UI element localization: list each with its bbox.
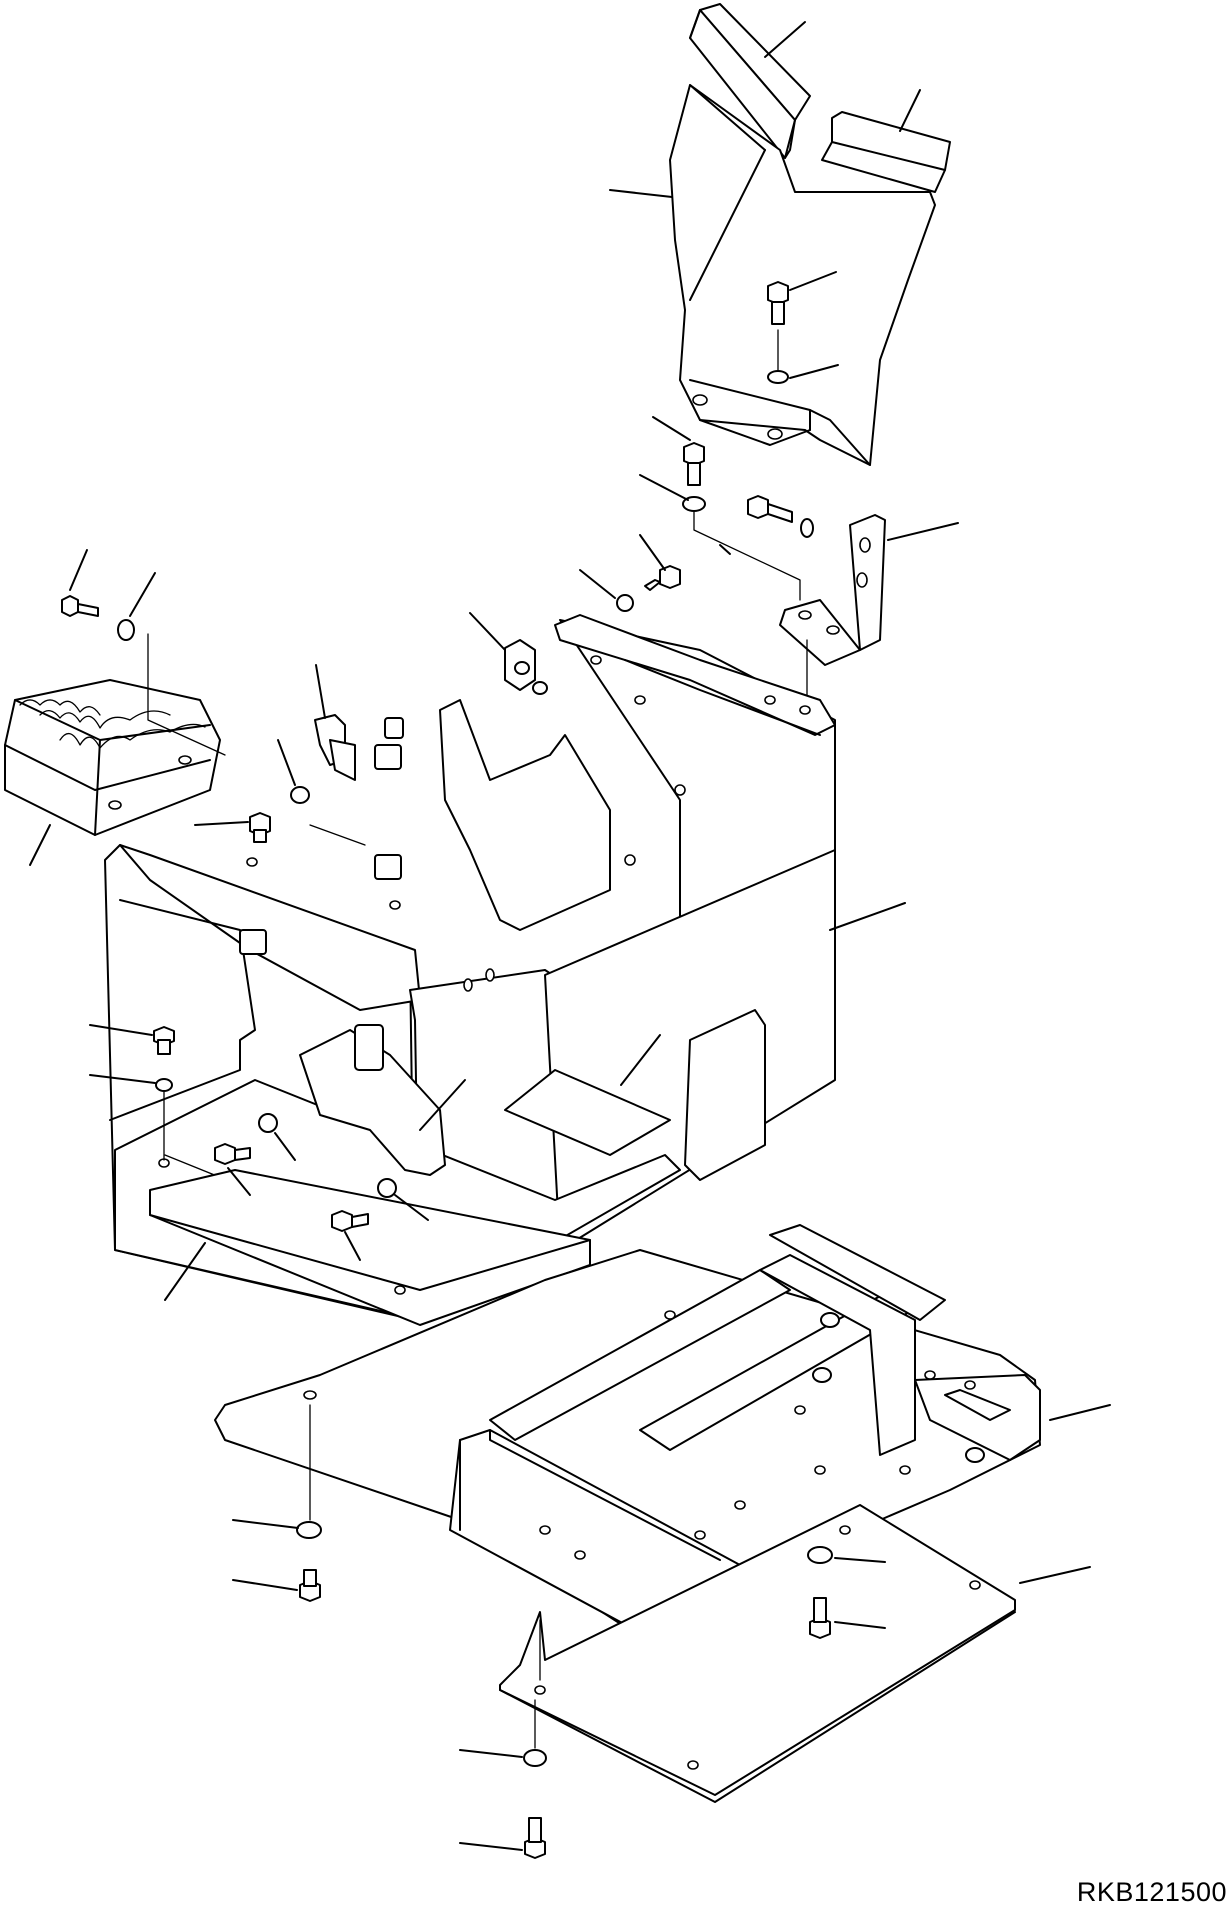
washer-icon xyxy=(616,594,634,612)
washer-icon xyxy=(523,1749,547,1767)
washer-icon xyxy=(258,1113,278,1133)
washer-icon xyxy=(117,619,135,641)
washer-icon xyxy=(807,1546,833,1564)
washer-icon xyxy=(800,518,814,538)
washer-icon xyxy=(767,370,789,384)
bolt-icon xyxy=(524,1817,546,1859)
base-frame xyxy=(214,1224,1041,1666)
bolt-icon xyxy=(61,595,99,617)
seal-strip-left xyxy=(689,3,811,159)
washer-icon xyxy=(296,1521,322,1539)
main-frame-box xyxy=(104,614,836,1326)
bolt-icon xyxy=(767,281,789,325)
washer-icon xyxy=(155,1078,173,1092)
washer-icon xyxy=(377,1178,397,1198)
bottom-plate xyxy=(499,1504,1016,1803)
mounting-bracket xyxy=(779,514,886,666)
step xyxy=(4,679,221,836)
bolt-icon xyxy=(683,442,705,486)
leader-lines xyxy=(29,21,1111,1851)
washer-icon xyxy=(290,786,310,804)
bolt-icon xyxy=(299,1569,321,1602)
bolt-icon xyxy=(331,1210,369,1232)
seal-strip-right xyxy=(821,111,951,193)
upper-cover xyxy=(669,84,936,466)
bolt-icon xyxy=(249,812,271,843)
drawing-code: RKB121500 xyxy=(1076,1877,1227,1907)
bolt-icon xyxy=(153,1026,175,1055)
bolt-icon xyxy=(644,565,681,591)
fasteners xyxy=(61,281,833,1859)
bolt-icon xyxy=(809,1597,831,1639)
bolt-icon xyxy=(747,495,793,523)
bolt-icon xyxy=(214,1143,251,1165)
